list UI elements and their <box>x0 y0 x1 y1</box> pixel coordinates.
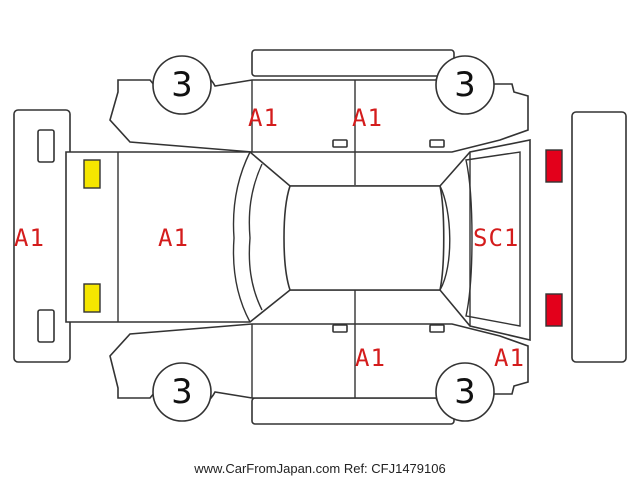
front-bumper-notch-top <box>37 129 55 163</box>
reference-footer: www.CarFromJapan.com Ref: CFJ1479106 <box>194 461 446 476</box>
right-rear-door-handle <box>429 324 445 333</box>
front-bumper-code: A1 <box>14 224 45 252</box>
left-front-door-handle <box>332 139 348 148</box>
tire-right-rear-value: 3 <box>454 372 476 412</box>
left-fog-lamp <box>83 159 101 189</box>
left-rear-door-handle <box>429 139 445 148</box>
left-front-door-code: A1 <box>248 104 279 132</box>
tire-right-rear-circle <box>435 362 495 422</box>
rear-bumper-outline <box>571 111 627 363</box>
tire-right-front-circle <box>152 362 212 422</box>
tire-left-rear-value: 3 <box>454 65 476 105</box>
tire-left-rear-circle <box>435 55 495 115</box>
right-fog-lamp <box>83 283 101 313</box>
bottom-roof-rail <box>251 397 455 425</box>
left-rear-door-code: A1 <box>352 104 383 132</box>
tire-right-front-value: 3 <box>171 372 193 412</box>
hood-code: A1 <box>158 224 189 252</box>
front-bumper-notch-bottom <box>37 309 55 343</box>
rear-glass-outline <box>439 151 521 327</box>
windshield-outline <box>232 151 263 323</box>
tire-left-front-circle <box>152 55 212 115</box>
trunk-lid-code: SC1 <box>473 224 520 252</box>
left-tail-lamp <box>545 149 563 183</box>
right-front-door-handle <box>332 324 348 333</box>
top-roof-rail <box>251 49 455 77</box>
tire-left-front-value: 3 <box>171 65 193 105</box>
right-rear-quarter-code: A1 <box>494 344 525 372</box>
right-rear-door-code: A1 <box>355 344 386 372</box>
right-tail-lamp <box>545 293 563 327</box>
roof-outline <box>283 185 445 291</box>
